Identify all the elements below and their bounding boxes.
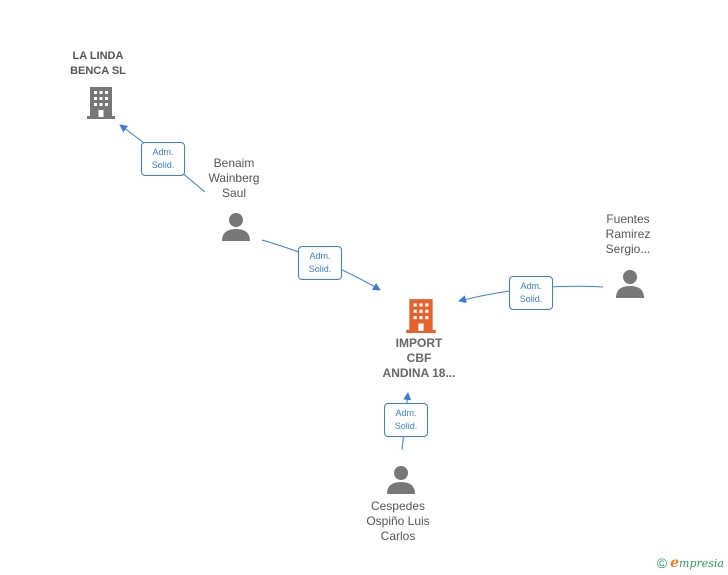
edge-label-line2: Solid. — [394, 421, 418, 431]
building-icon[interactable] — [86, 85, 116, 119]
edge-label-line2: Solid. — [308, 264, 332, 274]
node-label-main-company[interactable]: IMPORT CBF ANDINA 18... — [382, 336, 456, 380]
edge-label-fuentes-main[interactable]: Adm. Solid. — [509, 276, 553, 310]
edge-label-line1: Adm. — [395, 408, 417, 418]
edge-label-line1: Adm. — [309, 251, 331, 261]
edge-label-line1: Adm. — [520, 281, 542, 291]
node-label-fuentes[interactable]: Fuentes Ramirez Sergio... — [605, 212, 651, 256]
node-label-la-linda[interactable]: LA LINDA BENCA SL — [70, 50, 126, 77]
edge-label-line2: Solid. — [151, 160, 175, 170]
brand-logo: empresia — [670, 555, 724, 571]
building-icon[interactable] — [405, 297, 437, 333]
person-icon[interactable] — [386, 464, 416, 494]
person-icon[interactable] — [615, 268, 645, 298]
copyright-icon: © — [656, 555, 668, 571]
brand-footer: © empresia — [657, 555, 724, 571]
person-icon[interactable] — [221, 211, 251, 241]
node-label-cespedes[interactable]: Cespedes Ospiño Luis Carlos — [366, 499, 430, 543]
edge-label-benaim-la-linda[interactable]: Adm. Solid. — [141, 142, 185, 176]
edge-label-cespedes-main[interactable]: Adm. Solid. — [384, 403, 428, 437]
edge-label-benaim-main[interactable]: Adm. Solid. — [298, 246, 342, 280]
edge-label-line2: Solid. — [519, 294, 543, 304]
edge-label-line1: Adm. — [152, 147, 174, 157]
node-label-benaim[interactable]: Benaim Wainberg Saul — [208, 156, 260, 200]
